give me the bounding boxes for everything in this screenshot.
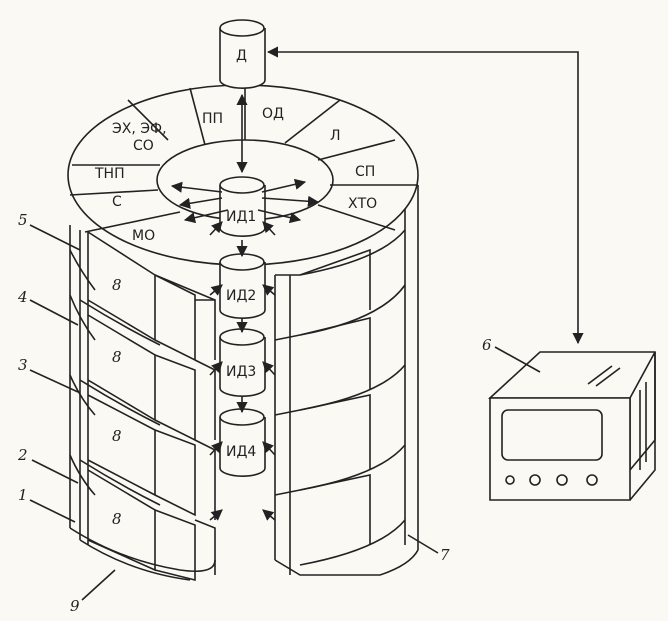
knob-3-icon	[556, 474, 568, 486]
d-device-connector	[266, 46, 584, 345]
knob-2-icon	[529, 474, 541, 486]
callout-leaders	[29, 224, 541, 601]
callout-7: 7	[440, 546, 450, 564]
callout-1: 1	[18, 486, 28, 504]
top-cylinder	[219, 19, 266, 89]
sector-tnp-label: ТНП	[94, 166, 125, 182]
tier-number-2: 8	[112, 348, 122, 366]
tier-number-4: 8	[112, 510, 122, 528]
sector-mo-label: МО	[132, 228, 155, 244]
sector-hto-label: ХТО	[348, 196, 377, 212]
inner-cylinder-3-label: ИД3	[226, 364, 256, 380]
device-box	[487, 351, 656, 501]
inner-cylinder-2	[219, 253, 266, 319]
callout-6: 6	[482, 336, 492, 354]
sector-sp-label: СП	[355, 164, 375, 180]
callout-2: 2	[17, 446, 28, 464]
inner-cylinder-1-label: ИД1	[226, 209, 256, 225]
sector-od-label: ОД	[262, 106, 284, 122]
callout-9: 9	[70, 597, 80, 615]
left-stack	[69, 225, 216, 582]
sector-so-label: СО	[133, 138, 154, 154]
knob-4-icon	[586, 474, 598, 486]
callout-5: 5	[18, 211, 28, 229]
knob-1-icon	[505, 475, 515, 485]
inner-cylinder-1	[219, 176, 266, 237]
top-cylinder-label: Д	[236, 48, 247, 64]
sector-s-label: С	[112, 194, 122, 210]
inner-cylinder-4	[219, 408, 266, 477]
tier-number-3: 8	[112, 427, 122, 445]
callout-4: 4	[17, 288, 28, 306]
inner-cylinder-4-label: ИД4	[226, 444, 256, 460]
tier-number-1: 8	[112, 276, 122, 294]
inner-cylinder-3	[219, 328, 266, 397]
inner-cylinder-2-label: ИД2	[226, 288, 256, 304]
sector-l-label: Л	[330, 128, 341, 144]
sector-eh-label: ЭХ, ЭФ,	[112, 121, 167, 137]
callout-3: 3	[18, 356, 28, 374]
sector-pp-label: ПП	[202, 111, 223, 127]
